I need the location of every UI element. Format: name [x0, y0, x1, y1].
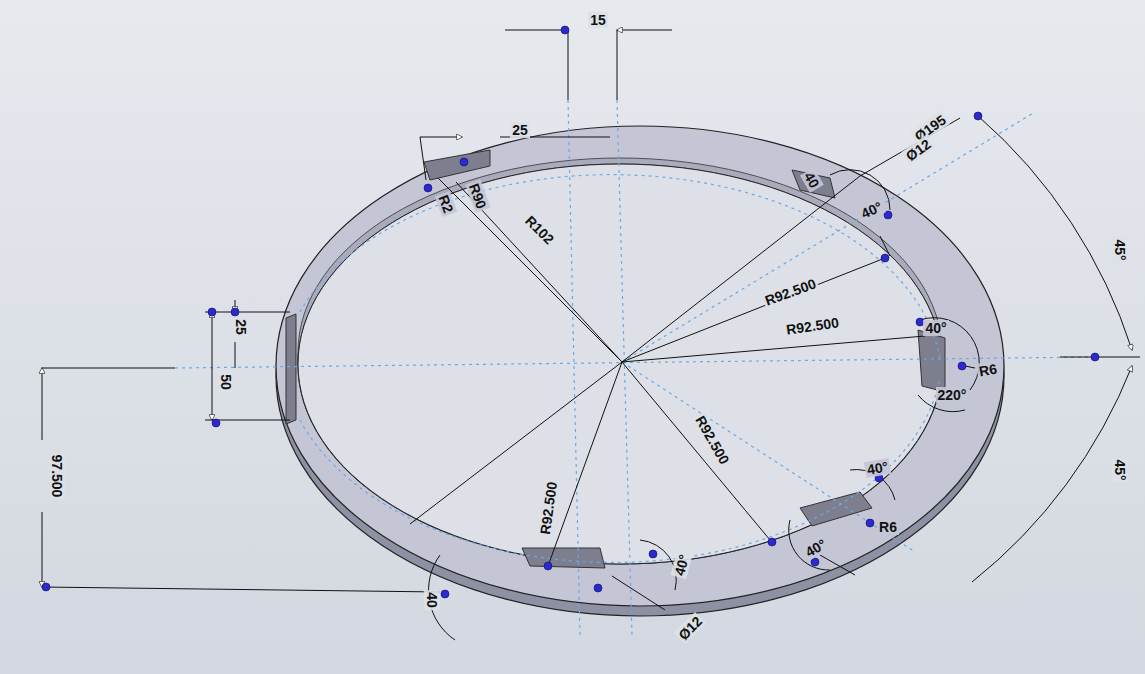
dimension-label: 45°	[1112, 457, 1128, 482]
dimension-label: 25	[233, 317, 249, 337]
dimension-label: 97.500	[49, 453, 65, 500]
dimension-label: 220°	[936, 387, 969, 403]
dimension-label: 40	[424, 590, 440, 610]
dimension-label: Ø12	[674, 612, 707, 645]
dimension-label: 15	[588, 12, 608, 28]
dimension-label: Ø12	[901, 135, 935, 166]
dimension-label: R6	[877, 519, 899, 535]
dimension-label: 45°	[1112, 237, 1128, 262]
dimension-label: 40°	[923, 320, 948, 336]
dimension-label: 50	[218, 372, 234, 392]
dimension-label: 25	[510, 122, 530, 138]
